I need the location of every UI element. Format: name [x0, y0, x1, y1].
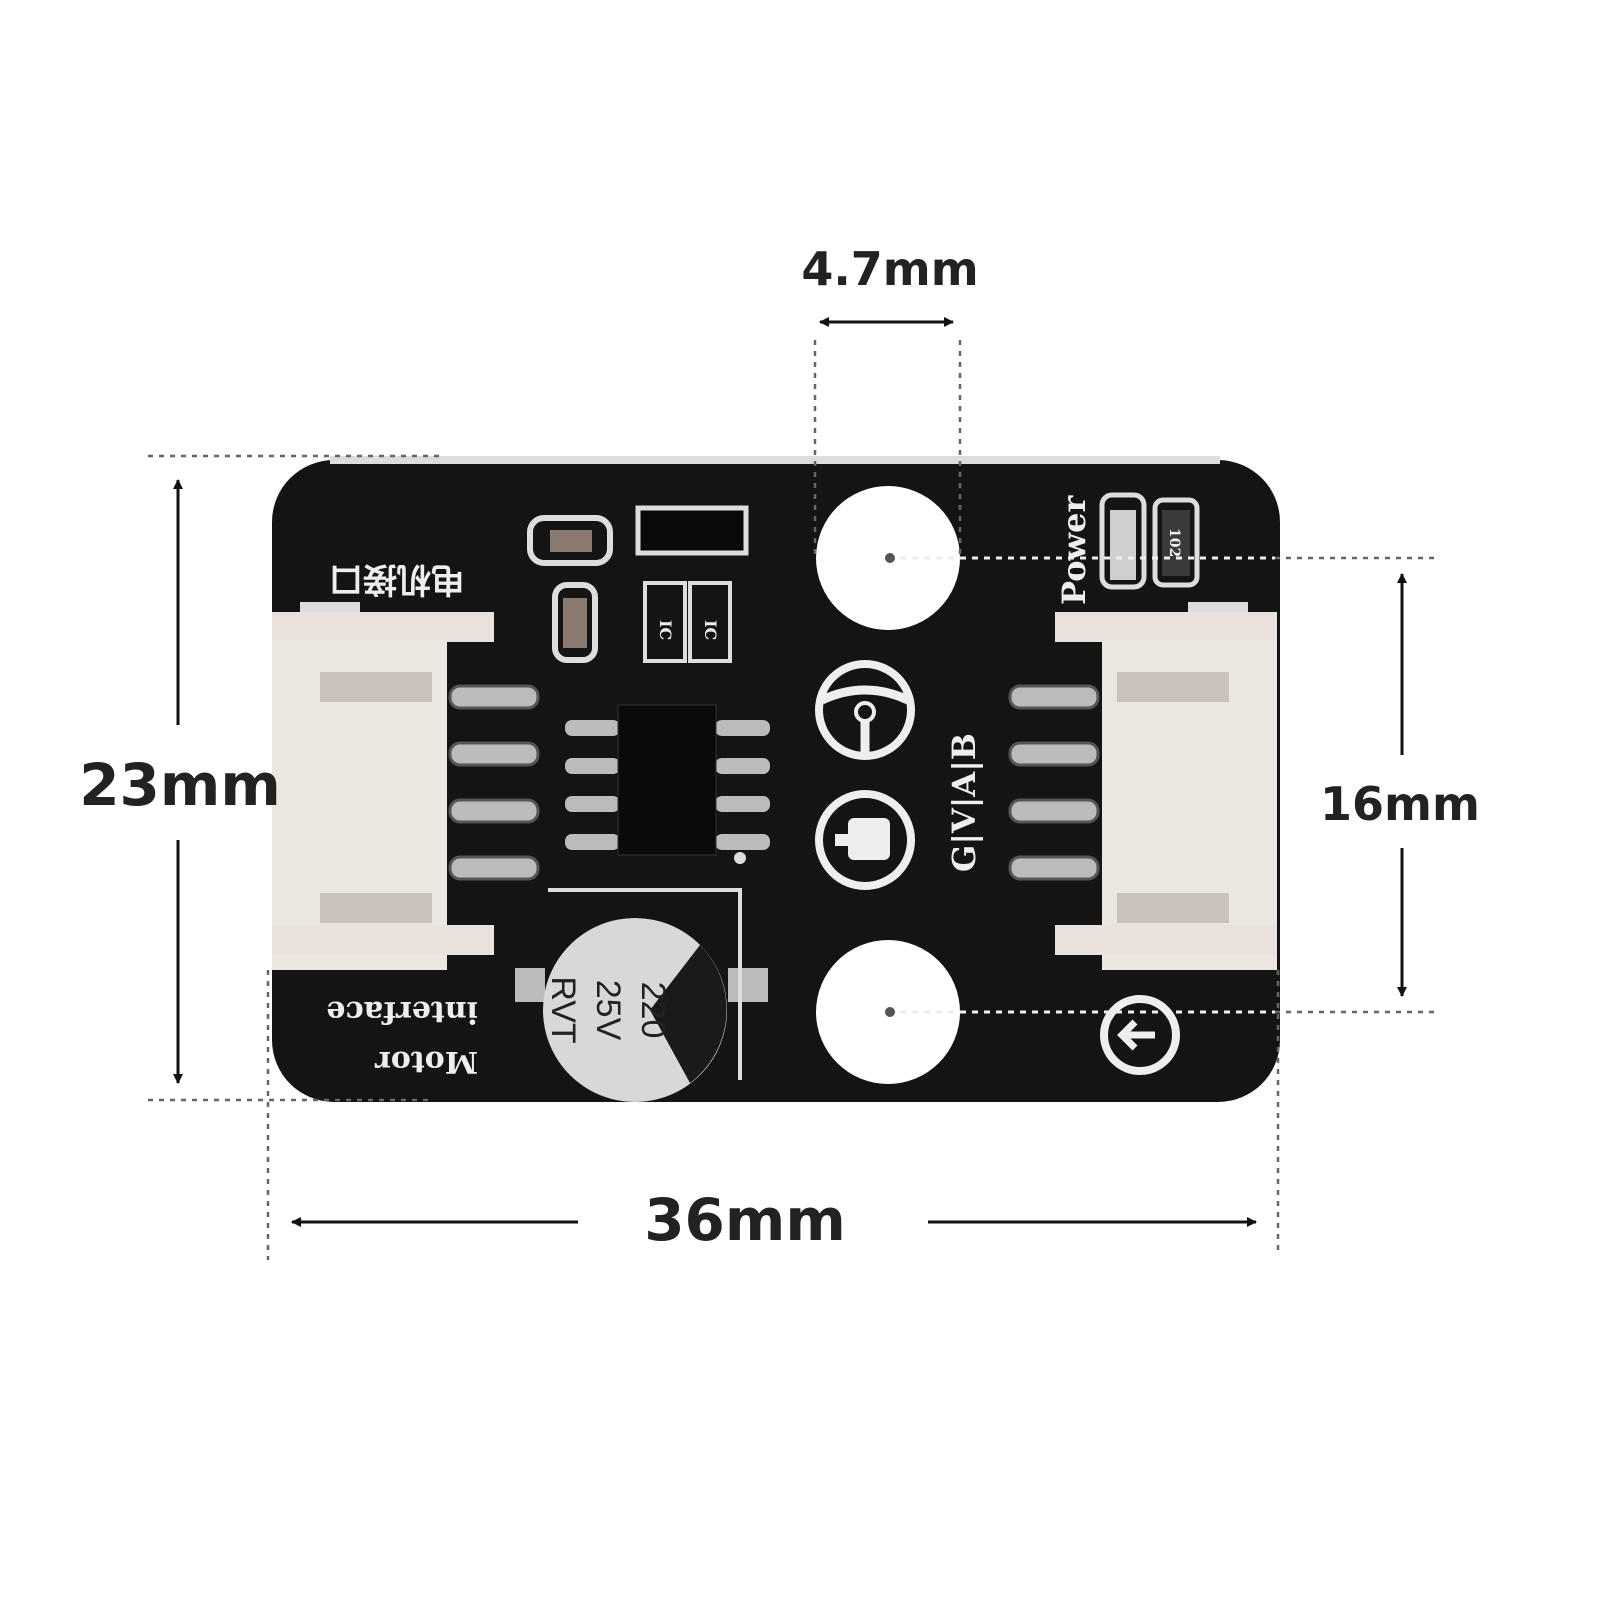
board-width-dimension: 36mm [266, 970, 1280, 1260]
capacitor-value: 220 [634, 982, 672, 1039]
capacitor-brand: RVT [544, 976, 582, 1043]
hole-spacing-dimension: 16mm [885, 553, 1480, 1017]
smd-components: IC IC [527, 505, 749, 663]
power-label: Power [1055, 495, 1093, 605]
left-connector [272, 602, 540, 970]
hole-diameter-label: 4.7mm [801, 242, 978, 296]
hole-diameter-dimension: 4.7mm [801, 242, 979, 560]
pcb-board [272, 456, 1280, 1102]
motor-label-line1: Motor [374, 1044, 478, 1079]
motor-icon [815, 790, 915, 890]
hole-spacing-label: 16mm [1320, 777, 1480, 831]
pin-label: G|V|A|B [945, 733, 983, 872]
power-symbol-icon [1100, 995, 1180, 1075]
board-height-dimension: 23mm [79, 454, 440, 1102]
chinese-motor-label: 电机接口 [329, 559, 465, 599]
steering-wheel-icon [815, 660, 915, 760]
board-height-label: 23mm [79, 751, 281, 819]
capacitor-voltage: 25V [589, 980, 627, 1041]
right-connector [1008, 602, 1277, 970]
ic-code-1: IC [656, 620, 675, 640]
driver-chip [565, 704, 770, 864]
electrolytic-capacitor: RVT 25V 220 [515, 888, 768, 1102]
board-width-label: 36mm [644, 1186, 846, 1254]
ic-code-2: IC [701, 620, 720, 640]
power-led: 102 [1099, 492, 1200, 590]
resistor-code: 102 [1166, 528, 1182, 557]
motor-label-line2: interface [326, 994, 478, 1029]
